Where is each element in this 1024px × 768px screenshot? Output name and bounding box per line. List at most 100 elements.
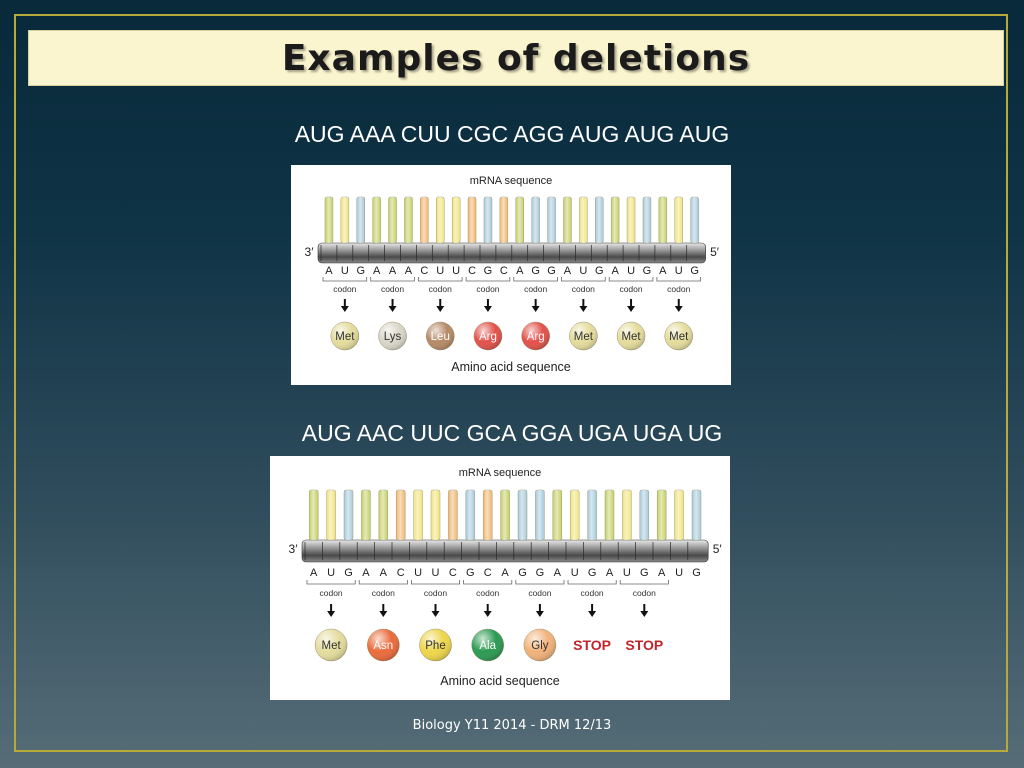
base-letter: A [325,265,333,277]
base-letter: A [606,567,614,579]
base-letter: A [564,265,572,277]
base-letter: A [405,265,413,277]
codon-label: codon [333,284,356,294]
nucleotide-bar-gloss [518,490,527,540]
nucleotide-bar-gloss [452,197,461,243]
base-letter: G [690,265,699,277]
slide-frame [14,14,1008,752]
nucleotide-bar-gloss [483,490,493,540]
nucleotide-bar-gloss [595,197,604,243]
arrow-down-icon [327,611,336,617]
amino-acid-ball-shade [471,629,504,661]
codon-bracket [619,580,669,585]
base-letter: G [484,265,493,277]
nucleotide-bar-gloss [570,490,580,540]
codon-label: codon [619,284,642,294]
amino-acid-label: Ala [479,640,496,652]
base-letter: A [554,567,562,579]
amino-acid-ball-shade [330,322,359,350]
amino-acid-ball-shade [569,322,598,350]
base-letter: C [500,265,508,277]
codon-label: codon [572,284,595,294]
nucleotide-bar-gloss [674,490,684,540]
amino-acid-label: Lys [384,331,402,343]
arrow-down-icon [579,306,588,312]
nucleotide-bar-gloss [324,197,333,243]
slide-footer: Biology Y11 2014 - DRM 12/13 [412,718,612,733]
codon-label: codon [372,588,395,598]
nucleotide-bar-gloss [690,197,699,243]
base-letter: A [373,265,381,277]
nucleotide-bar-gloss [431,490,440,540]
nucleotide-bar-gloss [361,490,371,540]
sequence-text-1: AUG AAA CUU CGC AGG AUG AUG AUG [294,121,730,147]
amino-footer-label: Amino acid sequence [440,674,560,688]
codon-label: codon [633,588,656,598]
arrow-down-icon [627,306,636,312]
base-letter: C [468,265,476,277]
codon-label: codon [381,284,404,294]
nucleotide-bar-gloss [378,490,388,540]
base-letter: U [327,567,335,579]
slide-title: Examples of deletions [281,37,751,79]
nucleotide-bar-gloss [344,490,353,540]
nucleotide-bar-gloss [547,197,556,243]
arrow-down-icon [531,306,540,312]
nucleotide-bar-gloss [605,490,614,540]
amino-acid-label: Asn [373,640,393,652]
nucleotide-bar-gloss [372,197,381,243]
base-letter: A [362,567,370,579]
arrow-down-icon [483,611,492,617]
nucleotide-bar-gloss [468,197,477,243]
amino-acid-label: Met [621,331,641,343]
amino-acid-ball-shade [426,322,455,350]
base-letter: G [692,567,701,579]
nucleotide-bar-gloss [326,490,336,540]
amino-acid-label: Leu [431,331,450,343]
codon-bracket [322,277,368,282]
base-letter: G [640,567,649,579]
base-letter: U [436,265,444,277]
amino-acid-ball-shade [617,322,646,350]
base-letter: A [611,265,619,277]
codon-bracket [656,277,701,282]
codon-label: codon [476,588,499,598]
nucleotide-bar-gloss [420,197,429,243]
codon-label: codon [429,284,452,294]
arrow-down-icon [588,611,597,617]
nucleotide-bar-gloss [535,490,545,540]
arrow-down-icon [674,306,683,312]
base-letter: G [643,265,652,277]
stop-codon-label: STOP [625,637,663,653]
arrow-down-icon [535,611,544,617]
arrow-down-icon [436,306,445,312]
base-letter: A [501,567,509,579]
codon-label: codon [476,284,499,294]
base-letter: U [623,567,631,579]
end-3-label: 3′ [305,245,315,259]
base-letter: G [595,265,604,277]
base-letter: U [675,567,683,579]
arrow-down-icon [483,306,492,312]
base-letter: A [389,265,397,277]
sequence-text-2: AUG AAC UUC GCA GGA UGA UGA UG [301,420,723,446]
codon-label: codon [528,588,551,598]
codon-label: codon [581,588,604,598]
title-banner: Examples of deletions [28,30,1004,86]
base-letter: A [659,265,667,277]
nucleotide-bar-gloss [500,490,510,540]
codon-bracket [418,277,463,282]
mrna-backbone [301,539,709,563]
codon-bracket [411,580,460,585]
nucleotide-bar-gloss [499,197,508,243]
codon-label: codon [424,588,447,598]
base-letter: C [420,265,428,277]
base-letter: G [536,567,545,579]
amino-acid-label: Met [335,331,355,343]
base-letter: U [432,567,440,579]
nucleotide-bar-gloss [658,197,667,243]
